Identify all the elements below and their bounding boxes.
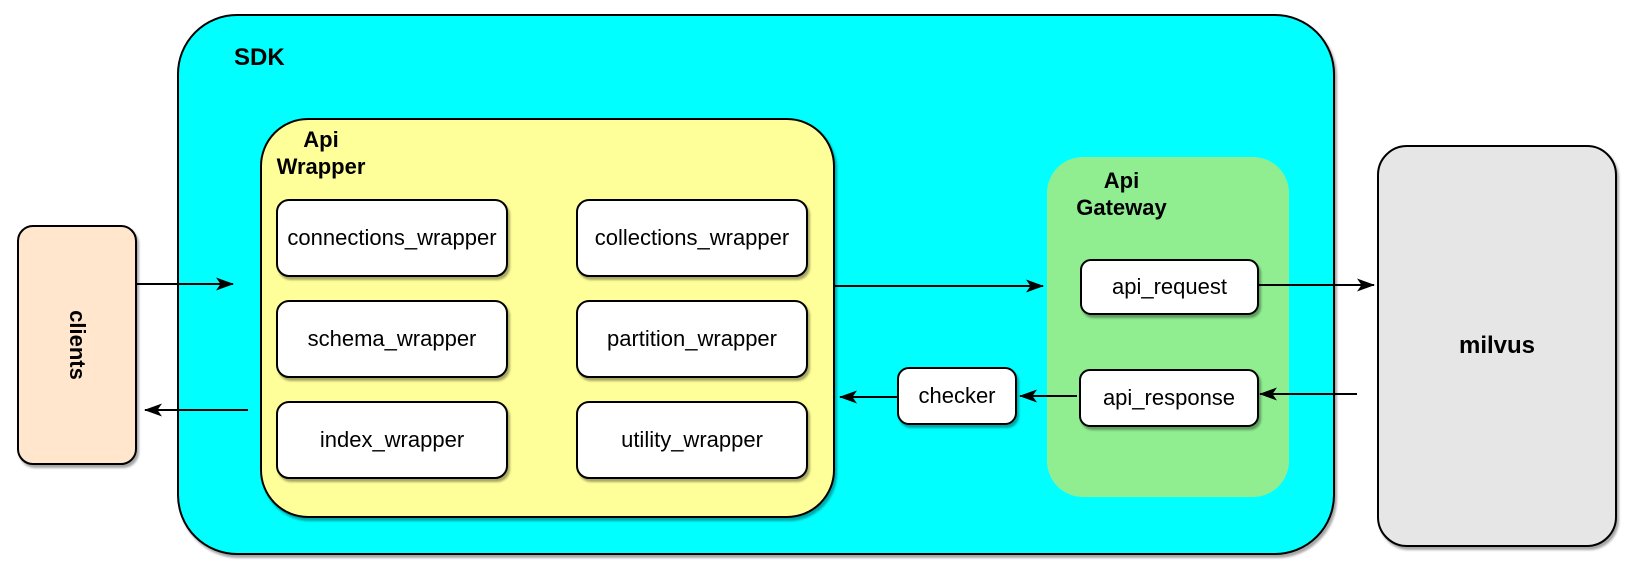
checker-node: checker [897,367,1017,425]
clients-label: clients [64,310,90,380]
milvus-node: milvus [1377,145,1617,547]
utility-wrapper-node: utility_wrapper [576,401,808,479]
index-wrapper-label: index_wrapper [319,427,465,452]
clients-node: clients [17,225,137,465]
schema-wrapper-label: schema_wrapper [307,326,477,351]
partition-wrapper-node: partition_wrapper [576,300,808,378]
api-request-label: api_request [1112,274,1227,299]
partition-wrapper-label: partition_wrapper [607,326,777,351]
api-wrapper-label: Api Wrapper [276,127,366,179]
api-response-node: api_response [1079,369,1259,427]
connections-wrapper-node: connections_wrapper [276,199,508,277]
sdk-label: SDK [234,44,285,71]
collections-wrapper-label: collections_wrapper [594,225,790,250]
api-gateway-container: Api Gateway api_request api_response [1047,157,1289,497]
checker-label: checker [918,383,996,408]
index-wrapper-node: index_wrapper [276,401,508,479]
api-request-node: api_request [1080,259,1259,315]
sdk-container: SDK Api Wrapper connections_wrapper coll… [177,14,1335,555]
collections-wrapper-node: collections_wrapper [576,199,808,277]
api-response-label: api_response [1102,385,1236,410]
milvus-label: milvus [1458,332,1536,359]
utility-wrapper-label: utility_wrapper [621,427,763,452]
api-wrapper-container: Api Wrapper connections_wrapper collecti… [260,118,835,518]
connections-wrapper-label: connections_wrapper [287,225,497,250]
schema-wrapper-node: schema_wrapper [276,300,508,378]
api-gateway-label: Api Gateway [1076,168,1167,220]
